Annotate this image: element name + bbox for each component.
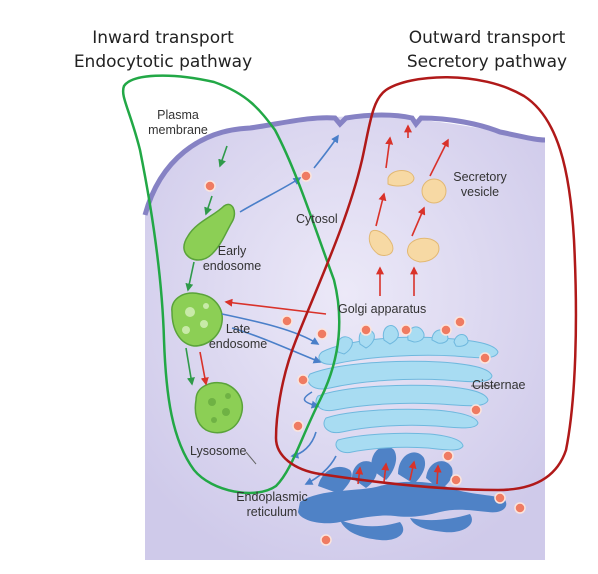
er-label-line2: reticulum — [246, 505, 298, 519]
secretory-vesicles — [368, 170, 447, 263]
er-label: Endoplasmic reticulum — [224, 490, 320, 520]
cisternae-label-text: Cisternae — [472, 378, 526, 392]
endocytic-arrows — [185, 145, 228, 386]
early-endosome — [183, 203, 236, 261]
cytosol-label-text: Cytosol — [296, 212, 338, 226]
secretory-vesicle-label: Secretory vesicle — [444, 170, 516, 200]
outward-pathway-outline — [274, 76, 578, 492]
late-endosome-label-line2: endosome — [208, 337, 268, 351]
outward-heading-line1: Outward transport — [408, 28, 566, 48]
outward-heading: Outward transport Secretory pathway — [372, 26, 598, 74]
late-endosome — [171, 292, 223, 347]
lysosome — [194, 382, 244, 434]
label-leader-lines — [245, 385, 496, 465]
inward-heading-line2: Endocytotic pathway — [73, 52, 253, 72]
early-endosome-label-line2: endosome — [202, 259, 262, 273]
secretory-vesicle-label-line2: vesicle — [460, 185, 500, 199]
cargo-particles — [204, 170, 526, 546]
plasma-membrane-label: Plasma membrane — [138, 108, 218, 138]
late-endosome-label: Late endosome — [202, 322, 274, 352]
golgi-label-text: Golgi apparatus — [338, 302, 427, 316]
plasma-membrane-label-line2: membrane — [148, 123, 208, 137]
outward-heading-line2: Secretory pathway — [406, 52, 568, 72]
golgi-label: Golgi apparatus — [338, 302, 426, 317]
cytosol-label: Cytosol — [296, 212, 338, 227]
lysosome-label-text: Lysosome — [190, 444, 247, 458]
inward-heading: Inward transport Endocytotic pathway — [48, 26, 278, 74]
transport-arrows-blue — [221, 134, 339, 485]
plasma-membrane-label-line1: Plasma — [157, 108, 199, 122]
early-endosome-label: Early endosome — [196, 244, 268, 274]
cisternae-label: Cisternae — [472, 378, 526, 393]
golgi-cisternae — [307, 325, 499, 454]
secretory-arrows — [199, 124, 449, 485]
inward-heading-line1: Inward transport — [92, 28, 234, 48]
early-endosome-label-line1: Early — [217, 244, 247, 258]
plasma-membrane — [142, 112, 546, 216]
secretory-vesicle-label-line1: Secretory — [453, 170, 507, 184]
lysosome-label: Lysosome — [190, 444, 247, 459]
er-label-line1: Endoplasmic — [236, 490, 308, 504]
late-endosome-label-line1: Late — [225, 322, 251, 336]
inward-pathway-outline — [121, 74, 341, 495]
